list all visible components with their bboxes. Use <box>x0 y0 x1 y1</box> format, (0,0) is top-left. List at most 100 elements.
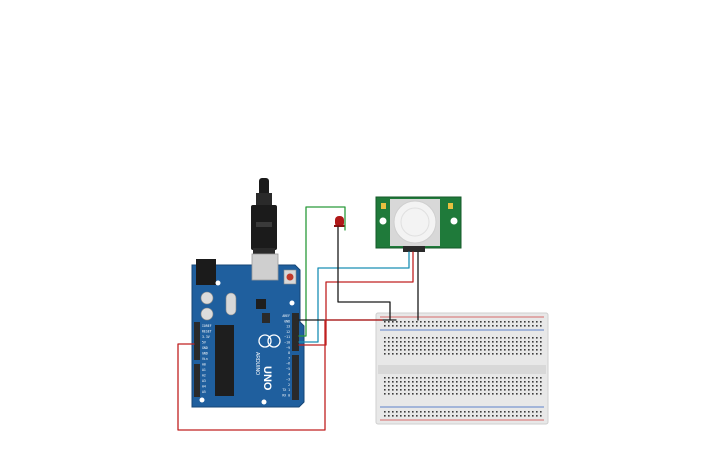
breadboard-hole[interactable] <box>480 341 482 343</box>
breadboard-hole[interactable] <box>516 345 518 347</box>
breadboard-hole[interactable] <box>484 381 486 383</box>
breadboard-hole[interactable] <box>404 381 406 383</box>
breadboard-hole[interactable] <box>540 325 542 327</box>
breadboard-hole[interactable] <box>432 349 434 351</box>
breadboard-hole[interactable] <box>476 353 478 355</box>
breadboard-hole[interactable] <box>424 415 426 417</box>
breadboard-hole[interactable] <box>440 337 442 339</box>
breadboard-hole[interactable] <box>508 321 510 323</box>
breadboard-hole[interactable] <box>536 411 538 413</box>
breadboard-hole[interactable] <box>452 345 454 347</box>
breadboard-hole[interactable] <box>400 381 402 383</box>
breadboard-hole[interactable] <box>460 341 462 343</box>
breadboard-hole[interactable] <box>384 345 386 347</box>
breadboard-hole[interactable] <box>496 321 498 323</box>
breadboard-hole[interactable] <box>396 325 398 327</box>
breadboard-hole[interactable] <box>516 349 518 351</box>
breadboard-hole[interactable] <box>472 321 474 323</box>
breadboard-hole[interactable] <box>436 349 438 351</box>
breadboard-hole[interactable] <box>400 325 402 327</box>
breadboard-hole[interactable] <box>412 337 414 339</box>
breadboard-hole[interactable] <box>392 411 394 413</box>
breadboard-hole[interactable] <box>496 415 498 417</box>
breadboard-hole[interactable] <box>488 341 490 343</box>
breadboard-hole[interactable] <box>408 349 410 351</box>
breadboard-hole[interactable] <box>392 385 394 387</box>
breadboard-hole[interactable] <box>520 341 522 343</box>
breadboard-hole[interactable] <box>532 411 534 413</box>
breadboard-hole[interactable] <box>472 345 474 347</box>
breadboard-hole[interactable] <box>416 415 418 417</box>
breadboard-hole[interactable] <box>536 349 538 351</box>
breadboard-hole[interactable] <box>392 415 394 417</box>
breadboard-hole[interactable] <box>516 353 518 355</box>
breadboard-hole[interactable] <box>536 341 538 343</box>
breadboard-hole[interactable] <box>532 393 534 395</box>
breadboard-hole[interactable] <box>540 389 542 391</box>
breadboard-hole[interactable] <box>440 411 442 413</box>
breadboard-hole[interactable] <box>472 353 474 355</box>
breadboard-hole[interactable] <box>440 353 442 355</box>
breadboard-hole[interactable] <box>420 377 422 379</box>
breadboard-hole[interactable] <box>468 337 470 339</box>
breadboard-hole[interactable] <box>392 341 394 343</box>
breadboard-hole[interactable] <box>480 389 482 391</box>
breadboard-hole[interactable] <box>520 411 522 413</box>
breadboard-hole[interactable] <box>496 349 498 351</box>
breadboard-hole[interactable] <box>512 353 514 355</box>
breadboard-hole[interactable] <box>432 341 434 343</box>
breadboard-hole[interactable] <box>516 411 518 413</box>
breadboard-hole[interactable] <box>496 377 498 379</box>
breadboard-hole[interactable] <box>448 411 450 413</box>
breadboard-hole[interactable] <box>384 411 386 413</box>
breadboard-hole[interactable] <box>488 321 490 323</box>
breadboard-hole[interactable] <box>460 411 462 413</box>
breadboard-hole[interactable] <box>540 415 542 417</box>
pir-motion-sensor[interactable] <box>375 196 462 252</box>
breadboard-hole[interactable] <box>468 411 470 413</box>
breadboard-hole[interactable] <box>444 325 446 327</box>
breadboard-hole[interactable] <box>408 337 410 339</box>
breadboard-hole[interactable] <box>460 389 462 391</box>
breadboard-hole[interactable] <box>432 337 434 339</box>
breadboard-hole[interactable] <box>384 349 386 351</box>
breadboard-hole[interactable] <box>460 415 462 417</box>
breadboard-hole[interactable] <box>480 393 482 395</box>
breadboard-hole[interactable] <box>428 341 430 343</box>
breadboard-hole[interactable] <box>384 415 386 417</box>
breadboard-hole[interactable] <box>468 385 470 387</box>
breadboard-hole[interactable] <box>412 353 414 355</box>
breadboard-hole[interactable] <box>492 325 494 327</box>
breadboard-hole[interactable] <box>488 381 490 383</box>
breadboard-hole[interactable] <box>472 393 474 395</box>
wire-cyan-signal[interactable] <box>298 251 410 343</box>
breadboard-hole[interactable] <box>536 353 538 355</box>
breadboard-hole[interactable] <box>420 337 422 339</box>
breadboard-hole[interactable] <box>488 377 490 379</box>
breadboard-hole[interactable] <box>528 377 530 379</box>
breadboard-hole[interactable] <box>472 389 474 391</box>
breadboard-hole[interactable] <box>492 385 494 387</box>
breadboard-hole[interactable] <box>408 389 410 391</box>
breadboard-hole[interactable] <box>404 325 406 327</box>
power-header[interactable] <box>194 322 200 360</box>
breadboard-hole[interactable] <box>452 415 454 417</box>
bottom-power-rail-holes[interactable] <box>384 411 542 417</box>
breadboard-hole[interactable] <box>524 345 526 347</box>
breadboard-hole[interactable] <box>524 337 526 339</box>
breadboard-hole[interactable] <box>404 345 406 347</box>
breadboard-hole[interactable] <box>488 415 490 417</box>
breadboard-hole[interactable] <box>428 345 430 347</box>
breadboard-hole[interactable] <box>440 345 442 347</box>
breadboard-hole[interactable] <box>392 381 394 383</box>
breadboard-hole[interactable] <box>412 345 414 347</box>
breadboard-hole[interactable] <box>396 385 398 387</box>
breadboard-hole[interactable] <box>472 325 474 327</box>
breadboard-hole[interactable] <box>456 349 458 351</box>
breadboard-hole[interactable] <box>412 377 414 379</box>
breadboard-hole[interactable] <box>452 381 454 383</box>
breadboard-hole[interactable] <box>396 415 398 417</box>
breadboard-hole[interactable] <box>424 393 426 395</box>
breadboard-hole[interactable] <box>416 325 418 327</box>
breadboard-hole[interactable] <box>408 325 410 327</box>
